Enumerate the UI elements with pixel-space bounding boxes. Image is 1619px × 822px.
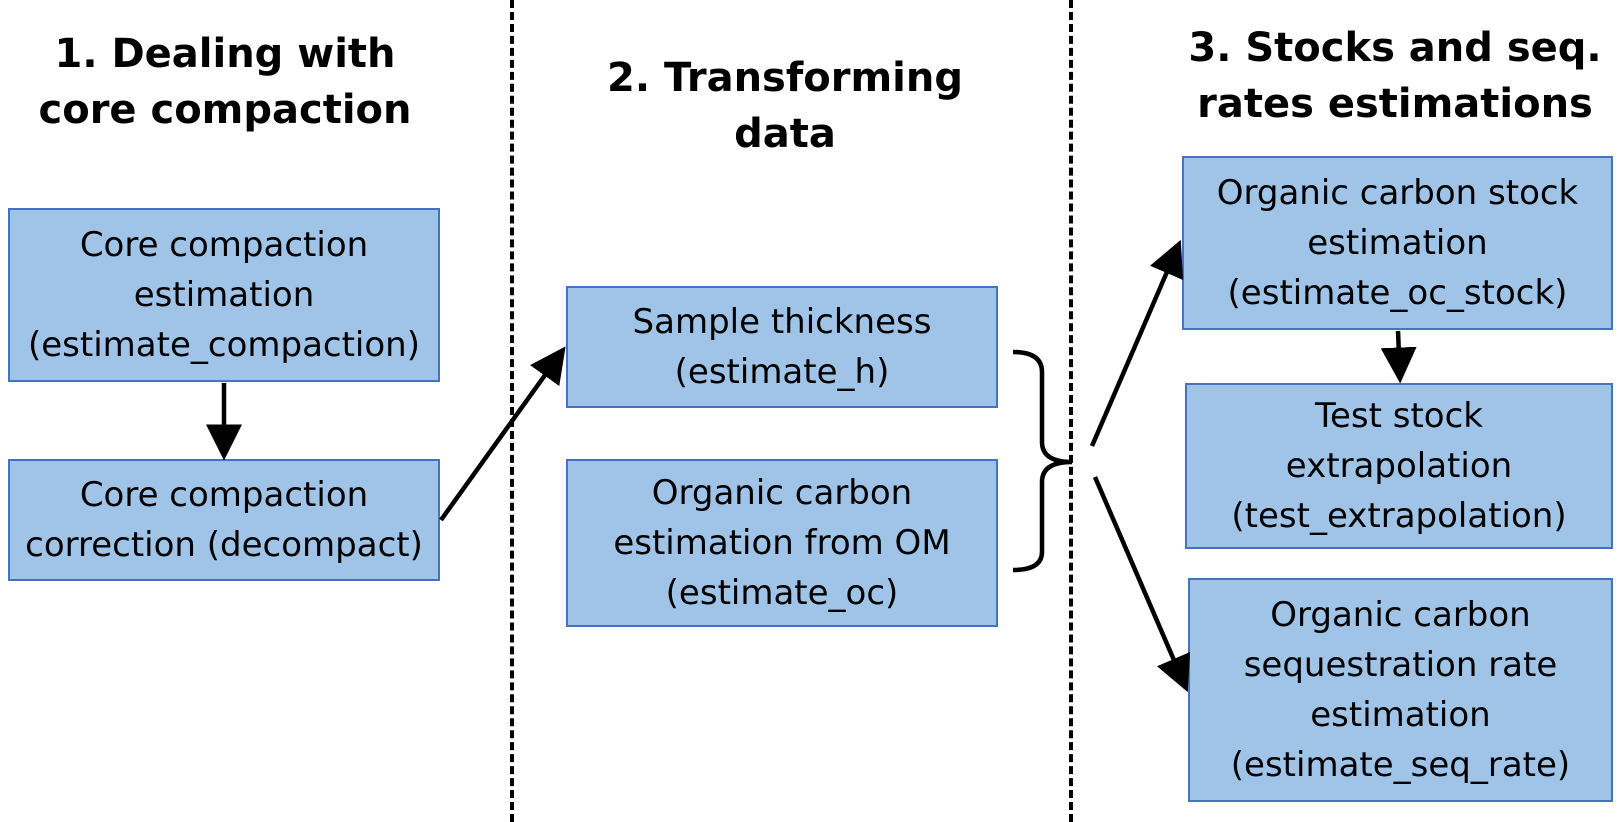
section-2-title-line-1: 2. Transforming <box>607 55 963 101</box>
box-oc-stock: Organic carbon stock estimation (estimat… <box>1182 156 1613 330</box>
divider-left <box>510 0 514 822</box>
box-line: (estimate_seq_rate) <box>1230 745 1571 785</box>
arrow-correction-to-thickness <box>439 346 566 522</box>
box-core-compaction-estimation: Core compaction estimation (estimate_com… <box>8 208 440 382</box>
section-3-title: 3. Stocks and seq. rates estimations <box>1170 20 1619 132</box>
section-1-title: 1. Dealing with core compaction <box>20 26 430 138</box>
box-line: Sample thickness <box>632 302 932 342</box>
arrow-brace-to-oc-stock <box>1089 239 1184 447</box>
box-line: estimation <box>1310 695 1491 735</box>
box-line: Organic carbon <box>1270 595 1531 635</box>
section-3-title-line-1: 3. Stocks and seq. <box>1188 25 1602 71</box>
box-line: estimation <box>133 275 315 315</box>
brace-icon <box>1012 349 1073 573</box>
box-line: sequestration rate <box>1243 645 1558 685</box>
box-line: (test_extrapolation) <box>1231 496 1567 536</box>
box-line: Test stock <box>1314 396 1483 436</box>
box-sample-thickness: Sample thickness (estimate_h) <box>566 286 998 408</box>
box-line: (estimate_compaction) <box>28 325 420 365</box>
divider-right <box>1069 0 1073 822</box>
box-seq-rate: Organic carbon sequestration rate estima… <box>1188 578 1613 802</box>
section-2-title: 2. Transforming data <box>560 50 1010 162</box>
box-line: correction (decompact) <box>25 525 423 565</box>
box-line: (estimate_oc_stock) <box>1227 273 1568 313</box>
arrow-oc-stock-to-test <box>1380 330 1417 384</box>
box-core-compaction-correction: Core compaction correction (decompact) <box>8 459 440 581</box>
box-oc-from-om: Organic carbon estimation from OM (estim… <box>566 459 998 627</box>
box-line: estimation from OM <box>613 523 951 563</box>
section-1-title-line-2: core compaction <box>38 87 412 133</box>
box-line: (estimate_h) <box>674 352 890 392</box>
box-test-extrapolation: Test stock extrapolation (test_extrapola… <box>1185 383 1613 549</box>
arrow-brace-to-seq-rate <box>1092 476 1191 693</box>
section-3-title-line-2: rates estimations <box>1197 81 1593 127</box>
box-line: Core compaction <box>79 475 369 515</box>
section-2-title-line-2: data <box>734 111 836 157</box>
section-1-title-line-1: 1. Dealing with <box>54 31 396 77</box>
box-line: estimation <box>1307 223 1488 263</box>
box-line: (estimate_oc) <box>665 573 899 613</box>
box-line: extrapolation <box>1285 446 1513 486</box>
box-line: Organic carbon <box>651 473 913 513</box>
box-line: Organic carbon stock <box>1216 173 1579 213</box>
box-line: Core compaction <box>79 225 369 265</box>
